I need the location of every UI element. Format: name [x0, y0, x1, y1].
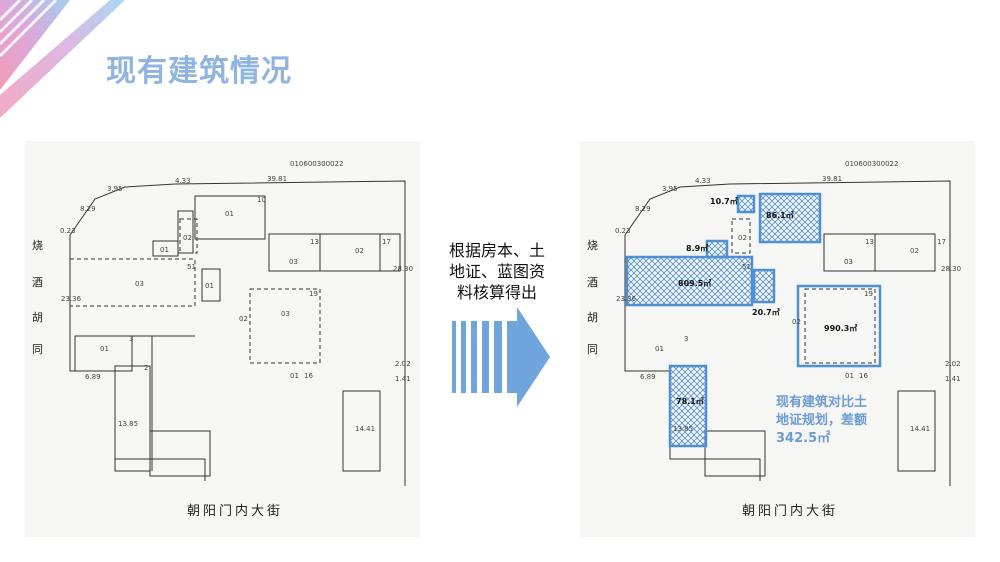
room-label: 02	[738, 234, 747, 242]
room-label: 02	[792, 318, 801, 326]
side-label-char: 酒	[587, 276, 598, 289]
side-label-char: 胡	[32, 310, 43, 324]
plan-code: 010600300022	[845, 160, 898, 168]
room-label: 03	[844, 258, 853, 266]
area-highlight	[625, 255, 754, 307]
dim-label: 0.23	[615, 227, 631, 235]
dim-label: 8.29	[80, 205, 96, 213]
dim-label: 1.41	[945, 375, 961, 383]
calculation-note-line: 地证、蓝图资	[448, 262, 545, 281]
room-label: 3	[684, 335, 688, 343]
page-title: 现有建筑情况	[106, 54, 292, 89]
dim-label: 28.30	[393, 265, 413, 273]
room-label: 19	[864, 290, 873, 298]
room-label: 51	[187, 263, 196, 271]
summary-note: 现有建筑对比土 地证规划，差额 342.5㎡	[776, 394, 896, 448]
dim-label: 8.29	[635, 205, 651, 213]
area-highlight	[752, 268, 776, 304]
dim-label: 1.41	[395, 375, 411, 383]
room-label: 10	[257, 196, 266, 204]
area-highlight	[758, 192, 822, 244]
room-label: 03	[135, 280, 144, 288]
area-value: 86.1㎡	[766, 210, 794, 220]
room-label: 01	[290, 372, 299, 380]
dim-label: 0.23	[60, 227, 76, 235]
dim-label: 6.89	[640, 373, 656, 381]
calculation-note-line: 料核算得出	[456, 283, 537, 302]
corner-decoration	[0, 0, 125, 118]
plan-code: 010600300022	[290, 160, 343, 168]
site-plan-annotated: 010600300022 4.33 39.81 3.95 8.29 0.23 2…	[580, 141, 975, 537]
dim-label: 23.36	[616, 295, 637, 303]
area-highlight	[668, 364, 708, 448]
room-label: 16	[859, 372, 868, 380]
right-arrow-icon	[452, 307, 550, 407]
dim-label: 13.85	[673, 425, 693, 433]
room-label: 16	[304, 372, 313, 380]
area-value: 8.9㎡	[686, 243, 708, 253]
side-label-char: 同	[32, 343, 43, 356]
dim-label: 4.33	[695, 177, 711, 185]
dim-label: 14.41	[355, 425, 375, 433]
room-label: 01	[100, 345, 109, 353]
dim-label: 14.41	[910, 425, 930, 433]
area-value: 20.7㎡	[752, 307, 780, 317]
dim-label: 4.33	[175, 177, 191, 185]
dim-label: 3.95	[107, 185, 123, 193]
room-label: 19	[309, 290, 318, 298]
dim-label: 28.30	[941, 265, 961, 273]
room-label: 13	[310, 238, 319, 246]
room-label: 01	[225, 210, 234, 218]
side-label-char: 酒	[32, 276, 43, 289]
room-label: 02	[910, 247, 919, 255]
calculation-note: 根据房本、土 地证、蓝图资 料核算得出	[431, 240, 563, 303]
room-label: 01	[655, 345, 664, 353]
room-label: 2	[144, 364, 148, 372]
summary-line: 地证规划，差额	[776, 413, 868, 428]
area-value: 990.3㎡	[824, 323, 857, 333]
room-label: 03	[281, 310, 290, 318]
dim-label: 23.36	[61, 295, 82, 303]
side-label-char: 同	[587, 343, 598, 356]
side-label-char: 烧	[587, 239, 598, 252]
street-label: 朝阳门内大街	[187, 503, 283, 519]
area-value: 809.5㎡	[678, 278, 711, 288]
dim-label: 3.95	[662, 185, 678, 193]
room-label: 01	[845, 372, 854, 380]
room-label: 01	[160, 246, 169, 254]
dim-label: 6.89	[85, 373, 101, 381]
summary-line: 342.5㎡	[776, 431, 831, 446]
area-value: 10.7㎡	[710, 196, 738, 206]
site-plan-drawing-annotated: 010600300022 4.33 39.81 3.95 8.29 0.23 2…	[587, 160, 961, 519]
side-label-char: 烧	[32, 239, 43, 252]
room-label: 17	[937, 238, 946, 246]
dim-label: 13.85	[118, 420, 138, 428]
room-label: 02	[183, 234, 192, 242]
room-label: 03	[289, 258, 298, 266]
room-label: 3	[129, 335, 133, 343]
side-label-char: 胡	[587, 310, 598, 324]
dim-label: 39.81	[822, 175, 842, 183]
room-label: 13	[865, 238, 874, 246]
summary-line: 现有建筑对比土	[776, 395, 868, 410]
area-highlight	[736, 194, 756, 214]
room-label: 17	[382, 238, 391, 246]
area-highlight	[796, 284, 882, 368]
room-label: 01	[205, 282, 214, 290]
dim-label: 2.02	[945, 360, 961, 368]
dim-label: 2.02	[395, 360, 411, 368]
room-label: 02	[355, 247, 364, 255]
area-highlight	[705, 239, 729, 259]
dim-label: 39.81	[267, 175, 287, 183]
street-label: 朝阳门内大街	[742, 503, 838, 519]
site-plan-drawing: 010600300022 4.33 39.81 3.95 8.29 0.23 2…	[32, 160, 413, 519]
area-value: 78.1㎡	[676, 396, 704, 406]
site-plan-original: 010600300022 4.33 39.81 3.95 8.29 0.23 2…	[25, 141, 420, 537]
calculation-note-line: 根据房本、土	[448, 241, 545, 260]
room-label: 02	[239, 315, 248, 323]
room-label: 51	[742, 263, 751, 271]
